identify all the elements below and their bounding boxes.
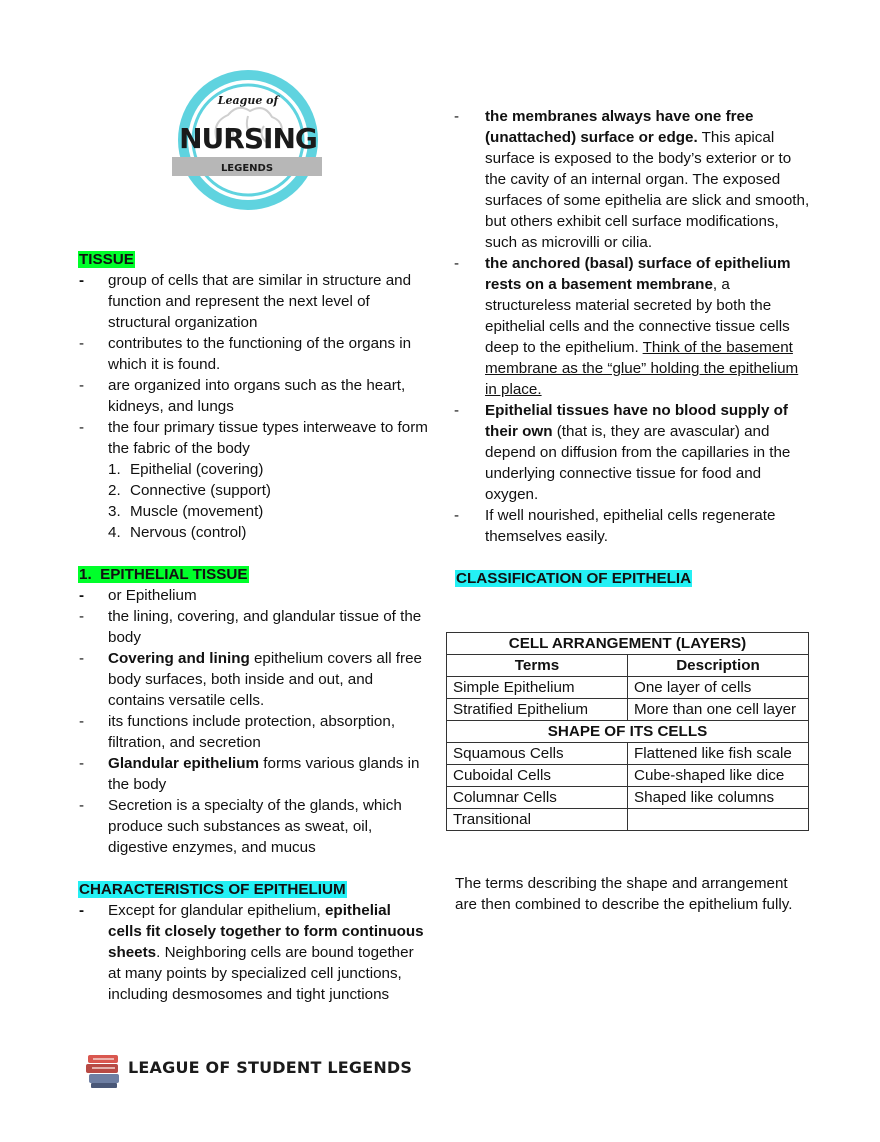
list-item: Except for glandular epithelium, epithel…: [78, 900, 428, 1005]
list-item: Covering and lining epithelium covers al…: [78, 648, 428, 711]
tissue-types-list: 1.Epithelial (covering) 2.Connective (su…: [78, 459, 428, 543]
table-row: Cuboidal Cells Cube-shaped like dice: [446, 764, 809, 787]
closing-paragraph: The terms describing the shape and arran…: [455, 875, 793, 913]
section-title-arrangement: CELL ARRANGEMENT (LAYERS): [446, 632, 809, 655]
right-column: the membranes always have one free (unat…: [454, 106, 810, 589]
description-cell: More than one cell layer: [627, 698, 809, 721]
description-cell: One layer of cells: [627, 676, 809, 699]
left-column: TISSUE group of cells that are similar i…: [78, 249, 428, 1005]
table-section-row: CELL ARRANGEMENT (LAYERS): [446, 632, 809, 655]
list-item: Glandular epithelium forms various gland…: [78, 753, 428, 795]
section-title-shape: SHAPE OF ITS CELLS: [446, 720, 809, 743]
table-row: Simple Epithelium One layer of cells: [446, 676, 809, 699]
term-cell: Simple Epithelium: [446, 676, 628, 699]
list-item: or Epithelium: [78, 585, 428, 606]
list-item: its functions include protection, absorp…: [78, 711, 428, 753]
term-cell: Stratified Epithelium: [446, 698, 628, 721]
table-row: Columnar Cells Shaped like columns: [446, 786, 809, 809]
list-item: 4.Nervous (control): [108, 524, 247, 541]
footer-brand: LEAGUE OF STUDENT LEGENDS: [128, 1058, 413, 1077]
epithelial-list: or Epithelium the lining, covering, and …: [78, 585, 428, 858]
list-item: are organized into organs such as the he…: [78, 375, 428, 417]
characteristics-list-left: Except for glandular epithelium, epithel…: [78, 900, 428, 1005]
league-of-nursing-legends-logo: League of NURSING LEGENDS: [172, 70, 322, 210]
list-item: 2.Connective (support): [108, 482, 271, 499]
tissue-list: group of cells that are similar in struc…: [78, 270, 428, 459]
description-cell: Cube-shaped like dice: [627, 764, 809, 787]
characteristics-heading: CHARACTERISTICS OF EPITHELIUM: [78, 881, 347, 898]
list-item: If well nourished, epithelial cells rege…: [454, 505, 810, 547]
classification-table: CELL ARRANGEMENT (LAYERS) Terms Descript…: [446, 632, 809, 831]
classification-heading: CLASSIFICATION OF EPITHELIA: [455, 570, 693, 587]
list-item: 3.Muscle (movement): [108, 503, 264, 520]
description-cell: Shaped like columns: [627, 786, 809, 809]
description-cell: [627, 808, 809, 831]
list-item: the four primary tissue types interweave…: [78, 417, 428, 459]
description-cell: Flattened like fish scale: [627, 742, 809, 765]
list-item: the anchored (basal) surface of epitheli…: [454, 253, 810, 400]
stacked-books-icon: [86, 1055, 119, 1088]
list-item: the lining, covering, and glandular tiss…: [78, 606, 428, 648]
logo-line1: League of: [217, 94, 281, 107]
table-section-row: SHAPE OF ITS CELLS: [446, 720, 809, 743]
table-header-row: Terms Description: [446, 654, 809, 677]
table-row: Stratified Epithelium More than one cell…: [446, 698, 809, 721]
list-item: Epithelial tissues have no blood supply …: [454, 400, 810, 505]
list-item: 1.Epithelial (covering): [108, 461, 264, 478]
epithelial-heading: 1. EPITHELIAL TISSUE: [78, 566, 249, 583]
characteristics-list-right: the membranes always have one free (unat…: [454, 106, 810, 547]
logo-line3: LEGENDS: [221, 163, 273, 174]
brain-icon: [214, 106, 283, 144]
column-header-description: Description: [627, 654, 809, 677]
logo-line2: NURSING: [179, 122, 317, 155]
term-cell: Squamous Cells: [446, 742, 628, 765]
term-cell: Cuboidal Cells: [446, 764, 628, 787]
list-item: the membranes always have one free (unat…: [454, 106, 810, 253]
term-cell: Columnar Cells: [446, 786, 628, 809]
term-cell: Transitional: [446, 808, 628, 831]
list-item: group of cells that are similar in struc…: [78, 270, 428, 333]
table-row: Squamous Cells Flattened like fish scale: [446, 742, 809, 765]
tissue-heading: TISSUE: [78, 251, 135, 268]
logo-banner: [172, 157, 322, 176]
column-header-terms: Terms: [446, 654, 628, 677]
list-item: Secretion is a specialty of the glands, …: [78, 795, 428, 858]
list-item: contributes to the functioning of the or…: [78, 333, 428, 375]
table-row: Transitional: [446, 808, 809, 831]
